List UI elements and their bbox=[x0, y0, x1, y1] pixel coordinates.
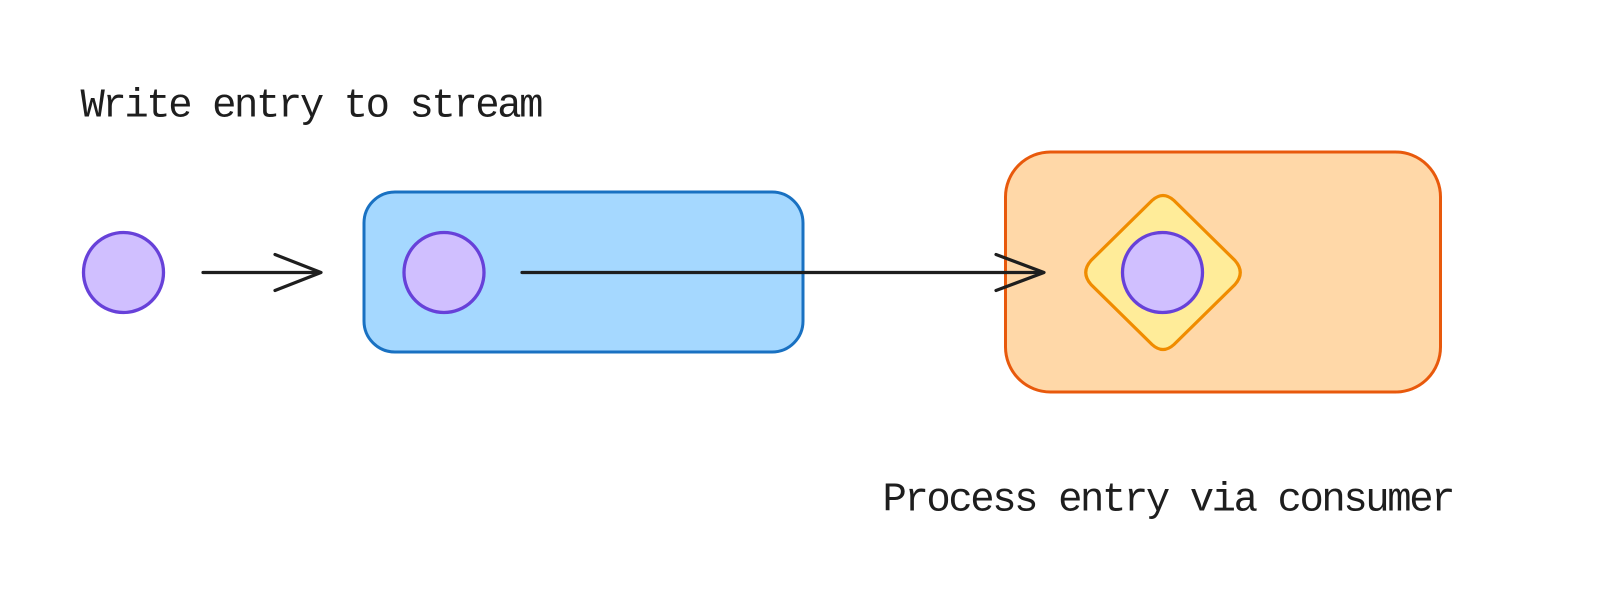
svg-text:Write entry to stream: Write entry to stream bbox=[81, 83, 544, 129]
svg-text:Process entry via consumer: Process entry via consumer bbox=[883, 477, 1456, 523]
